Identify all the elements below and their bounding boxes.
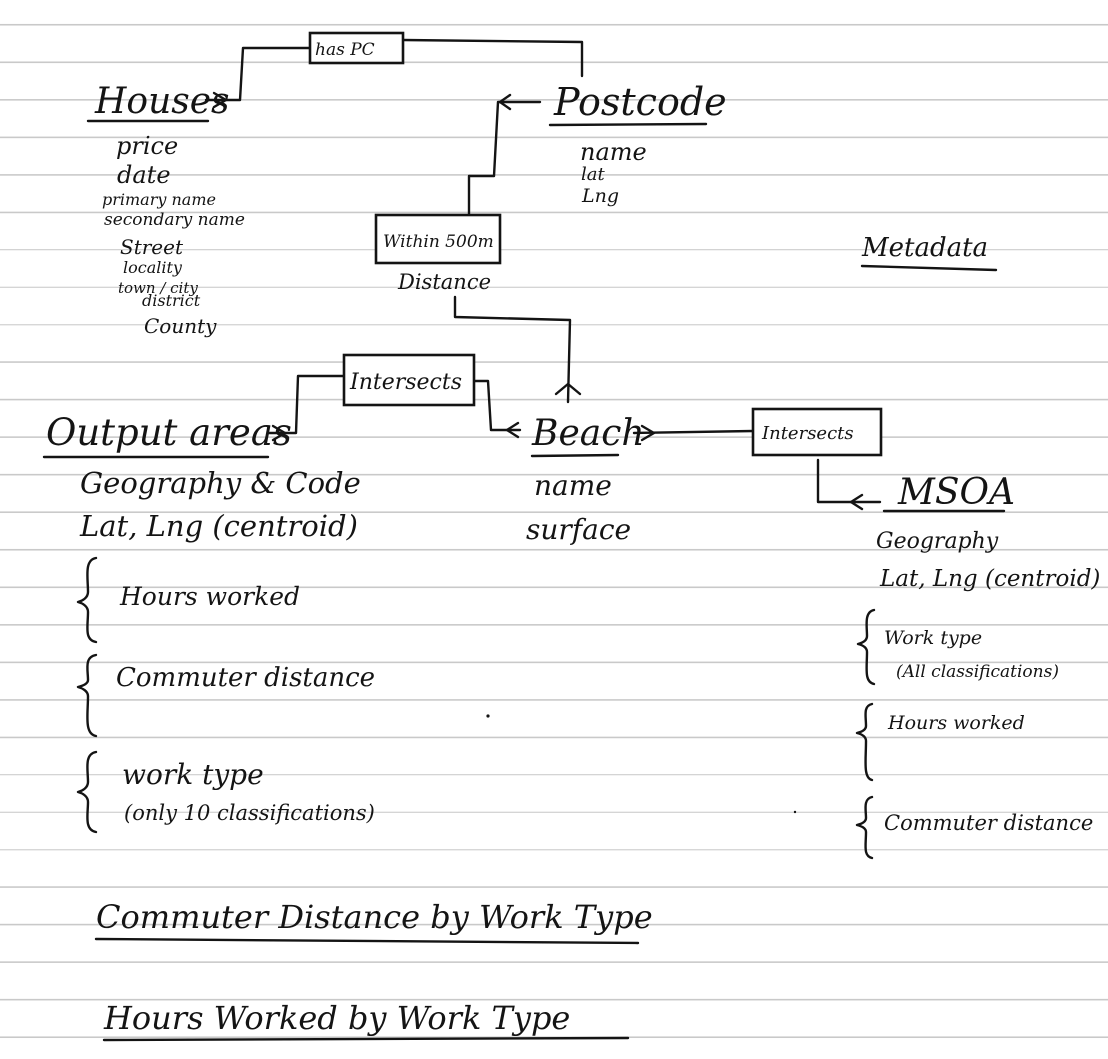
- intersects-right-label: Intersects: [761, 423, 854, 444]
- output-areas-title: Output areas: [46, 411, 292, 454]
- intersects-left-label: Intersects: [349, 370, 462, 395]
- has-pc-label: has PC: [315, 40, 375, 60]
- metadata-label: Metadata: [861, 233, 988, 263]
- oa-group-work-type-note: (only 10 classifications): [124, 801, 375, 825]
- brace-msoa-worktype: [856, 608, 876, 686]
- houses-attr-date: date: [117, 161, 171, 189]
- beach-attr-name: name: [534, 469, 612, 502]
- connector-intersects-beach: [472, 379, 522, 432]
- intersects-left-box: [342, 353, 476, 407]
- postcode-attr-lng: Lng: [581, 185, 619, 207]
- msoa-group-work-type-note: (All classifications): [896, 662, 1059, 682]
- bottom-title-commuter: Commuter Distance by Work Type: [96, 898, 653, 936]
- crowsfoot-beach-left: [505, 421, 520, 439]
- within-500m-box: [374, 213, 502, 265]
- beach-title: Beach: [531, 413, 645, 454]
- postcode-title: Postcode: [553, 80, 727, 124]
- pen-dot: [793, 810, 797, 814]
- brace-msoa-hours: [855, 702, 874, 782]
- oa-group-commuter-distance: Commuter distance: [116, 663, 375, 693]
- crowsfoot-msoa: [849, 493, 864, 511]
- crowsfoot-postcode: [498, 93, 512, 111]
- metadata-underline: [860, 264, 998, 272]
- beach-attr-surface: surface: [526, 513, 631, 546]
- bottom-title-hours: Hours Worked by Work Type: [103, 999, 570, 1037]
- houses-attr-street: Street: [120, 235, 184, 259]
- houses-attr-locality: locality: [123, 258, 183, 277]
- within-distance-label: Distance: [397, 270, 491, 294]
- crowsfoot-beach-top: [554, 382, 582, 396]
- intersects-right-box: [751, 407, 883, 457]
- has-pc-box: [308, 31, 405, 65]
- brace-msoa-commuter: [855, 795, 874, 860]
- houses-attr-primary-name: primary name: [102, 190, 216, 209]
- connector-haspc-postcode: [401, 38, 584, 78]
- postcode-attr-name: name: [580, 138, 647, 166]
- msoa-group-work-type: Work type: [884, 627, 982, 649]
- houses-attr-district: district: [142, 291, 201, 310]
- houses-attr-secondary-name: secondary name: [104, 210, 245, 230]
- msoa-title: MSOA: [897, 472, 1015, 513]
- connector-within-beach: [453, 295, 572, 404]
- connector-houses-haspc: [204, 46, 312, 102]
- houses-attr-county: County: [144, 314, 217, 338]
- connector-intersects-msoa: [816, 458, 882, 504]
- connector-outputareas-intersects: [266, 374, 346, 435]
- beach-underline: [530, 453, 620, 458]
- within-500m-label: Within 500m: [383, 232, 494, 252]
- output-areas-attr-latlng: Lat, Lng (centroid): [79, 509, 358, 543]
- oa-group-hours-worked: Hours worked: [119, 582, 300, 611]
- houses-attr-town-city: town / city: [118, 279, 198, 297]
- postcode-attr-lat: lat: [581, 164, 605, 185]
- oa-group-work-type: work type: [122, 758, 264, 791]
- houses-title: Houses: [94, 81, 230, 122]
- brace-oa-worktype: [76, 750, 98, 834]
- postcode-underline: [548, 122, 708, 127]
- msoa-group-hours-worked: Hours worked: [887, 712, 1025, 734]
- bottom-title-hours-underline: [102, 1036, 630, 1042]
- connector-postcode-within: [467, 100, 542, 217]
- msoa-attr-latlng: Lat, Lng (centroid): [879, 566, 1100, 592]
- crowsfoot-beach-right: [640, 424, 656, 442]
- msoa-group-commuter-distance: Commuter distance: [884, 811, 1093, 835]
- brace-oa-commuter: [76, 653, 98, 738]
- brace-oa-hours: [76, 556, 98, 644]
- houses-attr-price: price: [116, 132, 178, 160]
- crowsfoot-houses: [212, 91, 228, 109]
- output-areas-attr-geography: Geography & Code: [80, 466, 361, 500]
- msoa-attr-geography: Geography: [876, 529, 999, 554]
- bottom-title-commuter-underline: [94, 937, 640, 945]
- crowsfoot-outputareas: [271, 424, 287, 442]
- pen-dot: [486, 714, 490, 718]
